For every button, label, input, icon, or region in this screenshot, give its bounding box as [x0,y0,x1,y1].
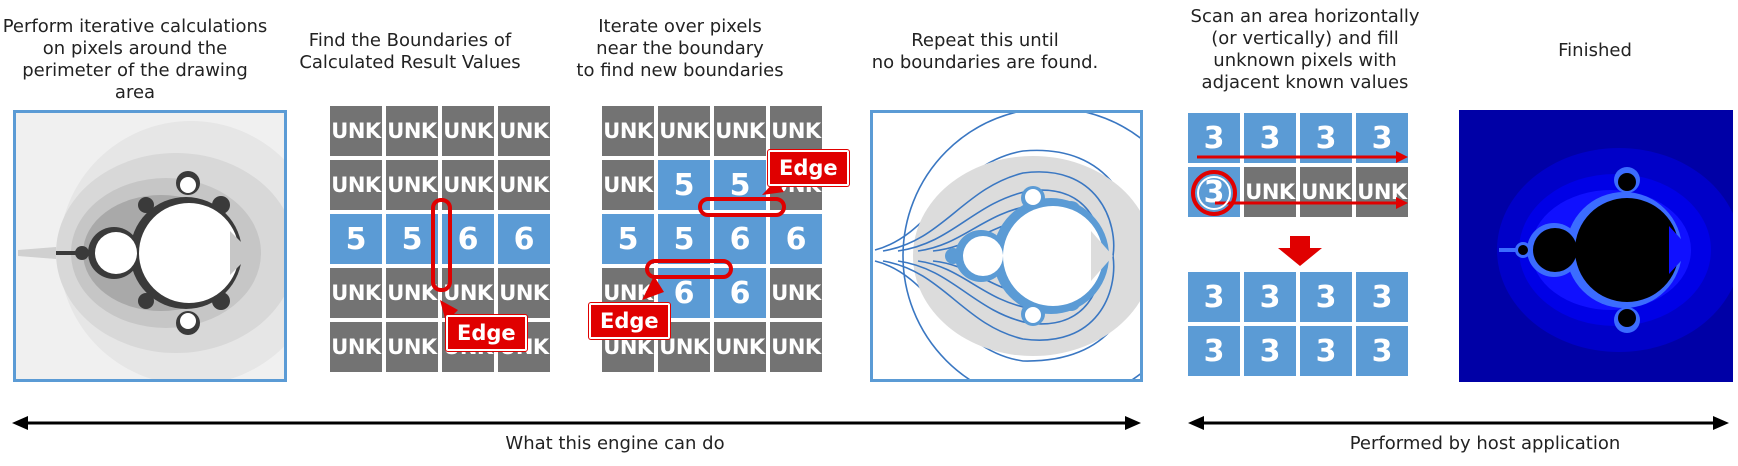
grid-cell: 3 [1244,113,1296,163]
grid-cell: UNK [330,268,382,318]
step1-caption: Perform iterative calculations on pixels… [2,16,268,103]
grid-cell: 6 [498,214,550,264]
step6-caption: Finished [1558,40,1632,61]
grid-cell: 3 [1188,326,1240,376]
grid-cell: UNK [386,106,438,156]
grid-cell: UNK [658,106,710,156]
grid-cell: UNK [498,268,550,318]
step5-caption: Scan an area horizontally (or vertically… [1190,6,1420,93]
grid-cell: 5 [714,160,766,210]
grid-cell: UNK [442,268,494,318]
step3-caption: Iterate over pixels near the boundary to… [576,16,784,81]
step4-caption: Repeat this until no boundaries are foun… [871,30,1099,73]
edge-label-panel3-top: Edge [768,150,849,186]
down-arrow-icon [1278,236,1322,266]
grid-cell: UNK [1356,167,1408,217]
grid-cell: UNK [498,106,550,156]
grid-cell: UNK [330,322,382,372]
grid-cell: UNK [770,106,822,156]
grid-cell: UNK [386,322,438,372]
grid-cell: UNK [602,106,654,156]
grid-cell: UNK [386,268,438,318]
grid-cell: 3 [1300,272,1352,322]
grid-cell: UNK [330,160,382,210]
grid-cell: UNK [1300,167,1352,217]
grid-cell: 3 [1300,113,1352,163]
grid-cell: UNK [770,268,822,318]
grid-cell: UNK [714,322,766,372]
grid-cell: UNK [330,106,382,156]
grid-cell: 3 [1244,326,1296,376]
repeat-boundary-mandelbrot-image [870,110,1143,382]
edge-label-panel3-bottom: Edge [589,303,670,339]
grid-cell: 3 [1356,326,1408,376]
finished-mandelbrot-image [1459,110,1733,382]
grid-cell: UNK [442,160,494,210]
edge-label-panel2: Edge [446,315,527,351]
grid-cell: 3 [1356,272,1408,322]
grid-cell: 5 [602,214,654,264]
host-scope-label: Performed by host application [1349,433,1621,454]
grid-cell: 5 [658,214,710,264]
step2-caption: Find the Boundaries of Calculated Result… [299,30,521,73]
grid-cell: 3 [1356,113,1408,163]
grid-cell: 6 [442,214,494,264]
grid-cell: UNK [498,160,550,210]
grid-cell: 6 [714,268,766,318]
grid-cell: 5 [386,214,438,264]
grid-cell: 3 [1188,272,1240,322]
grid-cell: 5 [658,160,710,210]
grid-cell: UNK [442,106,494,156]
grid-cell: UNK [770,322,822,372]
grid-cell: 3 [1300,326,1352,376]
grid-cell: UNK [714,106,766,156]
grid-cell: UNK [386,160,438,210]
engine-scope-label: What this engine can do [505,433,725,454]
perimeter-mandelbrot-image [13,110,287,382]
grid-cell: UNK [602,160,654,210]
grid-cell: 3 [1188,113,1240,163]
grid-cell: 6 [770,214,822,264]
grid-cell: 5 [330,214,382,264]
grid-cell: 3 [1244,272,1296,322]
grid-cell: UNK [1244,167,1296,217]
grid-cell: 3 [1188,167,1240,217]
grid-cell: 6 [714,214,766,264]
